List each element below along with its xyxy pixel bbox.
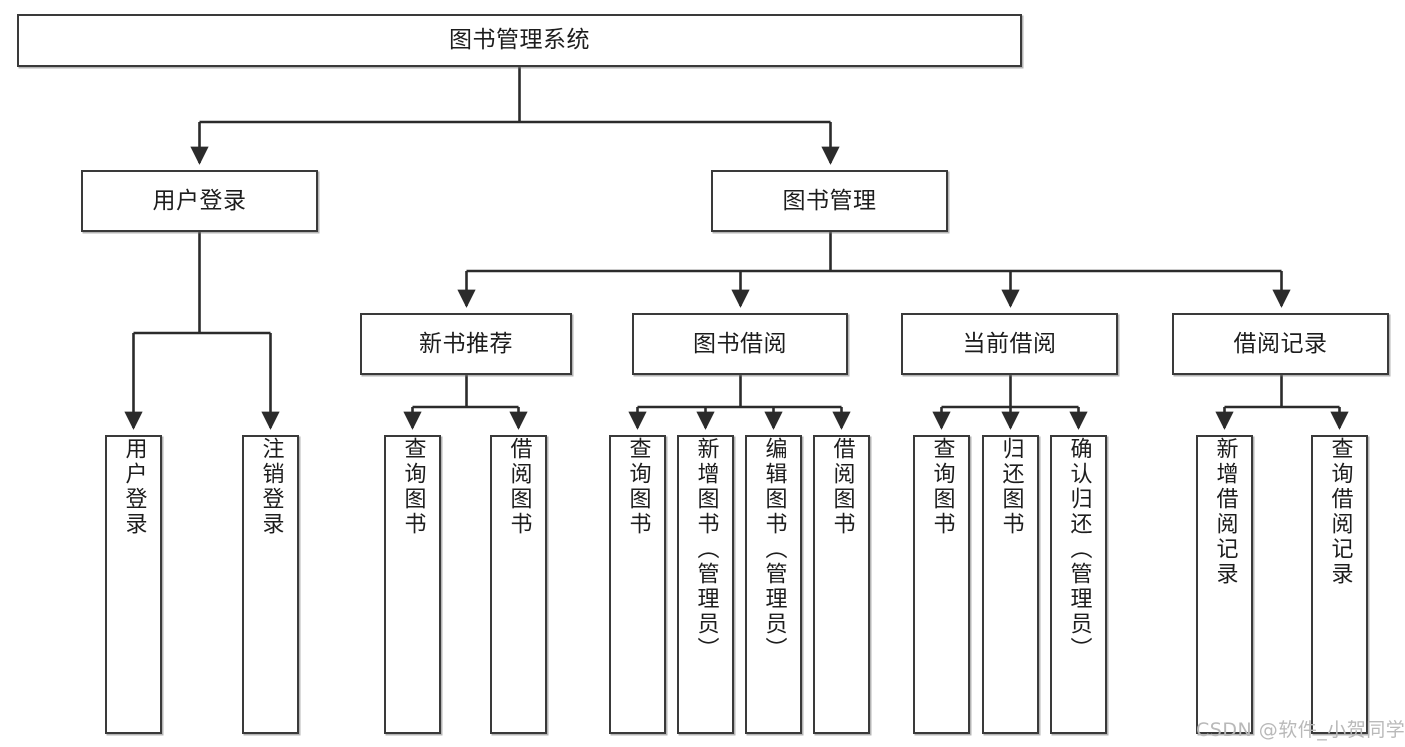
connectors-user-login [124,232,280,430]
node-user-login[interactable]: 用户登录 [81,170,318,232]
node-root[interactable]: 图书管理系统 [17,14,1022,67]
node-book-borrow[interactable]: 图书借阅 [632,313,848,375]
node-new-book-recommend-label: 新书推荐 [419,330,513,357]
leaf-borrow-record-query[interactable]: 查询借阅记录 [1311,435,1368,734]
node-borrow-record[interactable]: 借阅记录 [1172,313,1389,375]
leaf-new-book-query[interactable]: 查询图书 [384,435,441,734]
leaf-new-book-borrow[interactable]: 借阅图书 [490,435,547,734]
connectors-borrow-record [1215,375,1349,430]
leaf-borrow-record-add-label: 新增借阅记录 [1212,437,1238,587]
connectors-book-manage [457,232,1291,308]
leaf-book-borrow-query[interactable]: 查询图书 [609,435,666,734]
leaf-user-login-login[interactable]: 用户登录 [105,435,162,734]
leaf-new-book-borrow-label: 借阅图书 [506,437,532,537]
connectors-book-borrow [628,375,851,430]
connectors-new-book [403,375,528,430]
leaf-current-borrow-return[interactable]: 归还图书 [982,435,1039,734]
leaf-current-borrow-confirm-label: 确认归还（管理员） [1066,437,1092,662]
leaf-book-borrow-borrow[interactable]: 借阅图书 [813,435,870,734]
node-book-borrow-label: 图书借阅 [693,330,787,357]
node-book-manage-label: 图书管理 [782,187,877,214]
leaf-current-borrow-query[interactable]: 查询图书 [913,435,970,734]
node-new-book-recommend[interactable]: 新书推荐 [360,313,572,375]
leaf-book-borrow-query-label: 查询图书 [625,437,651,537]
leaf-current-borrow-return-label: 归还图书 [998,437,1024,537]
leaf-borrow-record-add[interactable]: 新增借阅记录 [1196,435,1253,734]
connectors-current-borrow [932,375,1088,430]
leaf-new-book-query-label: 查询图书 [400,437,426,537]
leaf-user-login-logout-label: 注销登录 [258,437,284,537]
leaf-book-borrow-edit[interactable]: 编辑图书（管理员） [745,435,802,734]
node-root-label: 图书管理系统 [449,27,590,54]
node-current-borrow[interactable]: 当前借阅 [901,313,1118,375]
leaf-book-borrow-add[interactable]: 新增图书（管理员） [677,435,734,734]
leaf-user-login-login-label: 用户登录 [121,437,147,537]
leaf-current-borrow-query-label: 查询图书 [929,437,955,537]
leaf-book-borrow-borrow-label: 借阅图书 [829,437,855,537]
leaf-book-borrow-edit-label: 编辑图书（管理员） [761,437,787,662]
leaf-book-borrow-add-label: 新增图书（管理员） [693,437,719,662]
leaf-current-borrow-confirm[interactable]: 确认归还（管理员） [1050,435,1107,734]
leaf-borrow-record-query-label: 查询借阅记录 [1327,437,1353,587]
node-book-manage[interactable]: 图书管理 [711,170,948,232]
leaf-user-login-logout[interactable]: 注销登录 [242,435,299,734]
node-user-login-label: 用户登录 [152,187,247,214]
connectors-root-level [190,67,840,165]
node-current-borrow-label: 当前借阅 [962,330,1057,357]
node-borrow-record-label: 借阅记录 [1233,330,1328,357]
